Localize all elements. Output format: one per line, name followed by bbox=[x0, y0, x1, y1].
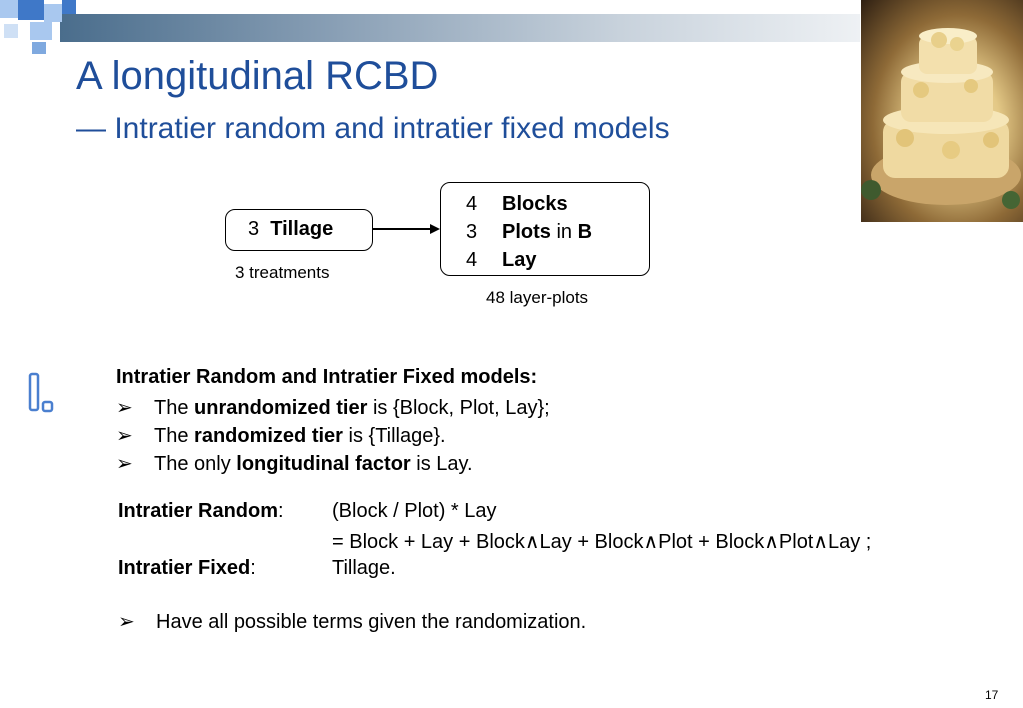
decor-square bbox=[18, 0, 44, 20]
fixed-label: Intratier Fixed: bbox=[118, 557, 256, 579]
unit-caption: 48 layer-plots bbox=[486, 288, 589, 307]
unit-label: Lay bbox=[502, 249, 537, 271]
unit-count: 3 bbox=[466, 221, 478, 243]
tillage-caption: 3 treatments bbox=[235, 263, 330, 282]
tillage-box: 3 Tillage bbox=[225, 209, 373, 251]
fixed-formula: Tillage. bbox=[332, 557, 396, 579]
arrowhead-bullet-icon: ➢ bbox=[116, 397, 133, 419]
unit-extra: B bbox=[577, 221, 593, 243]
slide-subtitle: — Intratier random and intratier fixed m… bbox=[76, 112, 670, 145]
unit-label: Plots bbox=[502, 221, 551, 243]
bullet-item: ➢The randomized tier is {Tillage}. bbox=[116, 425, 446, 447]
arrowhead-bullet-icon: ➢ bbox=[118, 611, 135, 633]
header-gradient-bar bbox=[60, 14, 860, 42]
unit-count: 4 bbox=[466, 193, 478, 215]
bullet-item: ➢The unrandomized tier is {Block, Plot, … bbox=[116, 397, 550, 419]
random-formula-line-2: = Block + Lay + Block∧Lay + Block∧Plot +… bbox=[332, 531, 872, 553]
bullet-item: ➢The only longitudinal factor is Lay. bbox=[116, 453, 473, 475]
decor-square bbox=[44, 4, 62, 22]
arrowhead-bullet-icon: ➢ bbox=[116, 425, 133, 447]
final-bullet: ➢Have all possible terms given the rando… bbox=[118, 611, 587, 633]
unit-row-lay: 4 Lay bbox=[466, 249, 536, 272]
decor-square bbox=[62, 0, 76, 14]
page-number: 17 bbox=[985, 688, 999, 702]
decor-square bbox=[30, 22, 52, 40]
decor-square bbox=[0, 0, 18, 18]
tillage-label: Tillage bbox=[270, 218, 334, 240]
unit-row-plots: 3 Plots in B bbox=[466, 221, 592, 244]
random-formula-line-1: (Block / Plot) * Lay bbox=[332, 500, 497, 522]
tillage-count: 3 bbox=[248, 218, 260, 240]
wedding-cake-photo bbox=[861, 0, 1023, 222]
arrow-connector-icon bbox=[372, 224, 440, 234]
random-label: Intratier Random: bbox=[118, 500, 284, 522]
models-heading: Intratier Random and Intratier Fixed mod… bbox=[116, 366, 538, 388]
cake-illustration bbox=[861, 28, 1021, 209]
decor-square bbox=[32, 42, 46, 54]
decor-square bbox=[4, 24, 18, 38]
unit-row-blocks: 4 Blocks bbox=[466, 193, 568, 216]
unit-suffix: in bbox=[550, 221, 578, 243]
slide-title: A longitudinal RCBD bbox=[76, 54, 439, 98]
arrowhead-bullet-icon: ➢ bbox=[116, 453, 133, 475]
unit-label: Blocks bbox=[502, 193, 568, 215]
unit-count: 4 bbox=[466, 249, 478, 271]
letter-i-marker-icon bbox=[28, 372, 54, 413]
